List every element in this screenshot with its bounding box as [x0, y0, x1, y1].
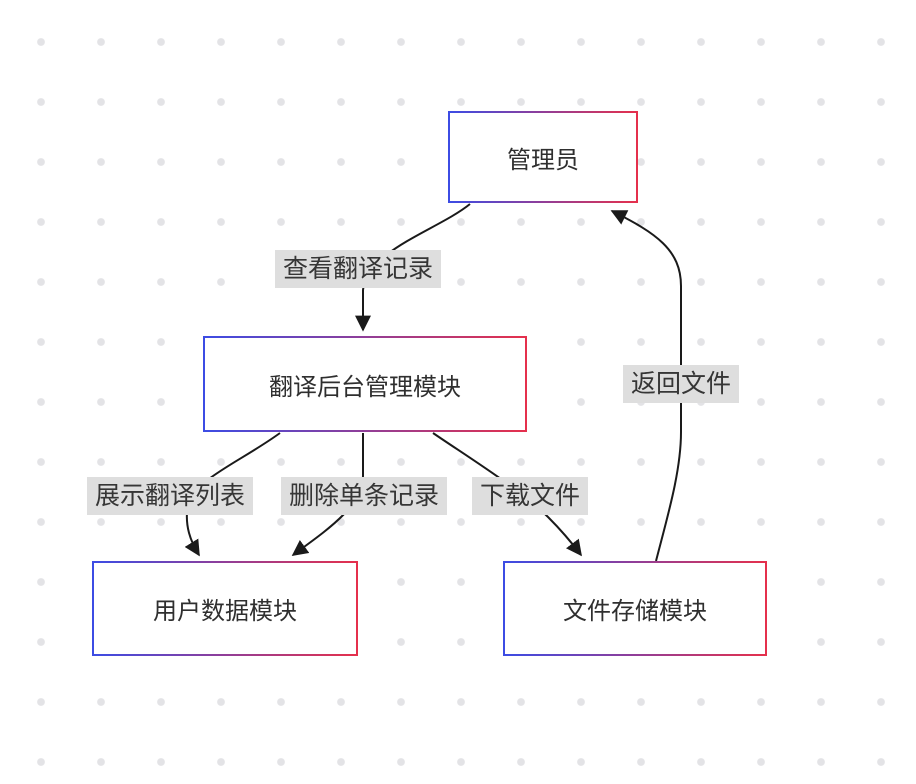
edge-label-return-file: 返回文件 [622, 365, 740, 403]
node-user-data-module[interactable]: 用户数据模块 [92, 561, 358, 656]
edge-label-delete-single-record: 删除单条记录 [280, 477, 448, 515]
node-translation-backend[interactable]: 翻译后台管理模块 [203, 336, 527, 432]
node-admin-label: 管理员 [507, 146, 579, 174]
node-file-storage-module[interactable]: 文件存储模块 [503, 561, 767, 656]
edge-filestore-admin [610, 210, 682, 562]
node-file-storage-module-label: 文件存储模块 [563, 598, 707, 625]
edge-label-show-translation-list: 展示翻译列表 [86, 477, 254, 515]
edge-label-view-translation-records: 查看翻译记录 [274, 250, 442, 288]
node-user-data-module-label: 用户数据模块 [153, 598, 297, 625]
edge-label-download-file: 下载文件 [471, 477, 589, 515]
node-admin[interactable]: 管理员 [448, 111, 638, 203]
node-translation-backend-label: 翻译后台管理模块 [269, 373, 461, 401]
